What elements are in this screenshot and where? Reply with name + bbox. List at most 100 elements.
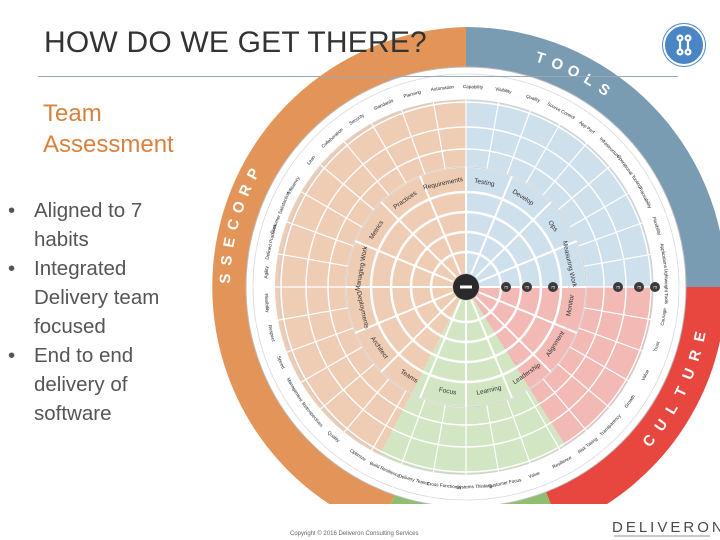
ring-letter: C (224, 217, 243, 232)
copyright-text: Copyright © 2016 Deliveron Consulting Se… (290, 531, 419, 537)
wheel-spoke (354, 240, 454, 283)
ring-letter: E (691, 330, 710, 343)
score-marker-value: 75 (504, 285, 509, 290)
bullet-dot-icon: • (8, 344, 16, 367)
outer-wheel-label: Capability (463, 84, 484, 90)
wheel-spoke (584, 307, 676, 325)
wheel-spoke (358, 102, 407, 184)
score-marker-value: 75 (653, 285, 658, 290)
wheel-spoke (328, 378, 390, 451)
wheel-spoke (578, 213, 667, 247)
outer-wheel-label: Planning (403, 89, 422, 99)
wheel-spoke (281, 179, 363, 228)
inner-wheel-label: Monitor (565, 293, 576, 316)
outer-wheel-label: Systems Thinking (456, 483, 493, 490)
score-marker-value: 75 (637, 285, 642, 290)
ring-letter: S (217, 273, 234, 284)
ring-letter: E (220, 236, 239, 249)
outer-wheel-label: Speed (276, 355, 286, 370)
wheel-spoke (265, 327, 354, 361)
wheel-spoke (569, 346, 651, 395)
wheel-spoke (557, 363, 630, 425)
wheel-spoke (419, 299, 462, 399)
outer-wheel-label: Flexibility (264, 293, 271, 313)
slide-title: HOW DO WE GET THERE? (44, 26, 427, 59)
wheel-spoke (428, 405, 446, 497)
outer-wheel-label: Customer Focus (488, 477, 523, 489)
score-marker (650, 282, 660, 292)
outer-wheel-label: Flexibility (651, 216, 662, 236)
inner-wheel-label: Testing (474, 178, 496, 189)
wheel-spoke (569, 179, 651, 228)
wheel-spoke (302, 149, 375, 211)
outer-wheel-label: Cross Functional (426, 481, 461, 490)
wheel-spoke (578, 327, 667, 361)
outer-wheel-label: Visibility (495, 86, 513, 94)
ring-letter: O (229, 199, 249, 216)
ring-process (212, 27, 466, 530)
wheel-spoke (475, 296, 552, 373)
outer-wheel-label: Trust (653, 340, 661, 352)
bullet-list: •Aligned to 7 habits •Integrated Deliver… (6, 196, 176, 428)
wheel-spoke (256, 307, 348, 325)
inner-wheel-label: Focus (438, 387, 457, 397)
outer-wheel-label: Agility (263, 265, 269, 278)
score-marker-value: 75 (616, 285, 621, 290)
wheel-spoke (486, 77, 504, 169)
footer-bar (0, 504, 720, 540)
wheel-spoke (470, 175, 513, 275)
bullet-item: •Integrated Delivery team focused (6, 254, 176, 341)
wheel-spoke (265, 213, 354, 247)
score-marker (501, 282, 511, 292)
wheel-spoke (419, 175, 462, 275)
bullet-dot-icon: • (8, 199, 16, 222)
outer-wheel-label: Lightweight Tools (664, 269, 669, 305)
wheel-spoke (525, 390, 574, 472)
ring-culture (546, 287, 720, 528)
outer-wheel-label: Respect (267, 324, 276, 342)
score-marker (613, 282, 623, 292)
wheel-spoke (392, 86, 426, 175)
outer-wheel-label: Value (641, 368, 651, 381)
title-underline (38, 76, 678, 77)
outer-wheel-label: Lean (306, 154, 317, 165)
score-marker (548, 282, 558, 292)
bullet-item: •End to end delivery of software (6, 341, 176, 428)
wheel-spoke (358, 390, 407, 472)
wheel-spoke (354, 291, 454, 334)
outer-wheel-label: Quality (525, 94, 541, 104)
ring-letter: S (218, 255, 236, 267)
wheel-spoke (428, 77, 446, 169)
slide-subtitle: Team Assessment (43, 100, 174, 158)
wheel-spoke (506, 86, 540, 175)
wheel-spoke (557, 149, 630, 211)
wheel-spoke (486, 405, 504, 497)
wheel-spoke (281, 346, 363, 395)
wheel-spoke (470, 299, 513, 399)
ring-letter: R (686, 348, 705, 363)
wheel-spoke (506, 399, 540, 488)
score-marker-value: 75 (551, 285, 556, 290)
wheel-spoke (542, 123, 604, 196)
outer-wheel-label: Courage (660, 307, 668, 326)
wheel-spoke (525, 102, 574, 184)
ring-tools (466, 27, 720, 287)
wheel-spoke (584, 249, 676, 267)
company-logo: DELIVERON (612, 519, 720, 536)
logo-tagline-bar (614, 535, 710, 537)
link-badge-icon[interactable] (663, 24, 705, 66)
score-marker (634, 282, 644, 292)
bullet-item: •Aligned to 7 habits (6, 196, 176, 254)
wheel-spoke (328, 123, 390, 196)
outer-wheel-label: Automation (431, 84, 455, 92)
wheel-spoke (380, 201, 457, 278)
wheel-spoke (302, 363, 375, 425)
wheel-spoke (256, 249, 348, 267)
outer-wheel-label: Value (528, 470, 541, 479)
score-marker (522, 282, 532, 292)
wheel-spoke (542, 378, 604, 451)
wheel-spoke (478, 291, 578, 334)
wheel-spoke (392, 399, 426, 488)
